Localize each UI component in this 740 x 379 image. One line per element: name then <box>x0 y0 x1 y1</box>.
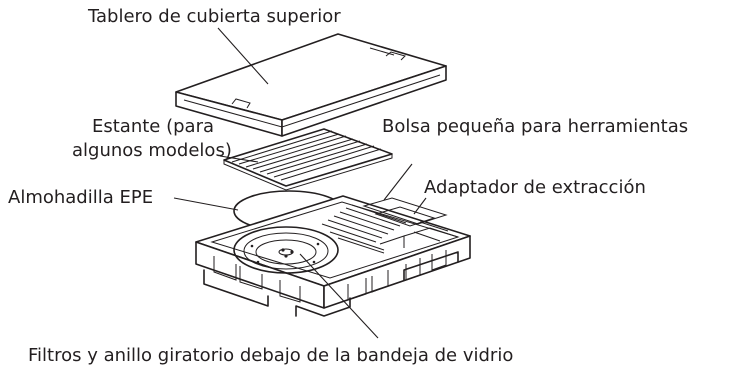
leader-lines <box>173 27 427 339</box>
label-shelf-line1: Estante (para <box>92 116 215 137</box>
shelf-rack <box>223 128 393 191</box>
label-top-cover-board: Tablero de cubierta superior <box>88 6 341 27</box>
leader-filters-ring <box>299 253 379 339</box>
label-tool-bag: Bolsa pequeña para herramientas <box>382 116 689 137</box>
label-extraction-adapter: Adaptador de extracción <box>424 177 646 198</box>
base-tray <box>195 195 471 317</box>
leader-epe-pad <box>173 197 239 211</box>
leader-extraction-adapter <box>413 197 427 215</box>
top-cover-board <box>175 33 447 137</box>
leader-shelf <box>219 155 259 163</box>
label-filters-ring: Filtros y anillo giratorio debajo de la … <box>28 345 514 366</box>
label-shelf-line2: algunos modelos) <box>72 140 232 161</box>
label-epe-pad: Almohadilla EPE <box>8 187 154 208</box>
leader-top-lid <box>217 27 269 85</box>
leader-tool-bag <box>383 163 413 201</box>
